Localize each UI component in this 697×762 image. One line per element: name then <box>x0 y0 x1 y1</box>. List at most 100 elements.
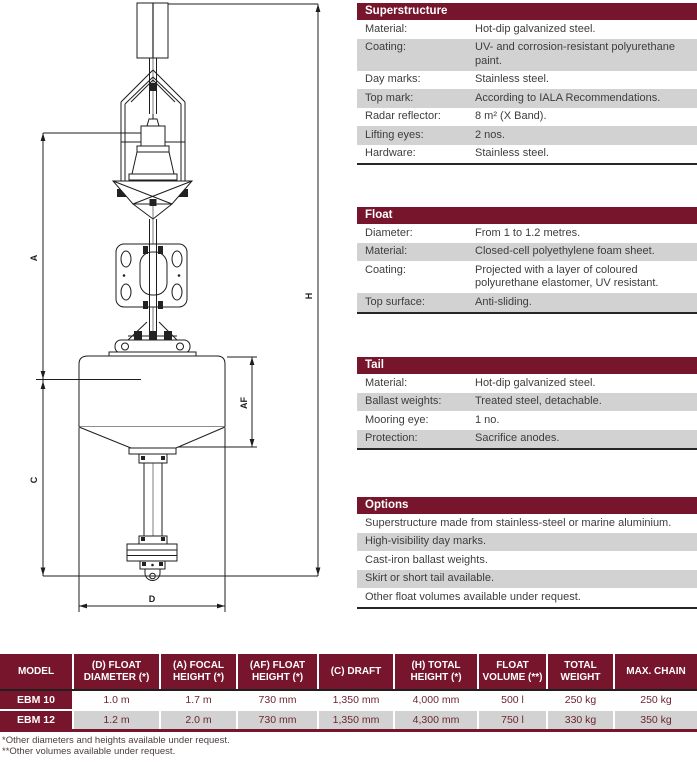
table-row: Protection: Sacrifice anodes. <box>357 429 697 448</box>
float-body <box>78 355 226 455</box>
column-header: TOTAL WEIGHT <box>546 654 614 691</box>
row-value: Stainless steel. <box>475 73 549 85</box>
table-row: Coating: Projected with a layer of colou… <box>357 261 697 293</box>
lantern-support-frame <box>111 180 194 220</box>
row-value: Sacrifice anodes. <box>475 432 560 444</box>
row-label: Lifting eyes: <box>365 128 424 141</box>
row-value: 2 nos. <box>475 128 505 141</box>
table-row: Mooring eye: 1 no. <box>357 411 697 430</box>
row-label: Diameter: <box>365 226 413 239</box>
options-table: Options Superstructure made from stainle… <box>357 497 697 609</box>
row-label: Coating: <box>365 41 406 53</box>
lantern <box>128 114 178 181</box>
superstructure-cage <box>117 69 188 197</box>
spec-cell: 1,350 mm <box>317 709 394 730</box>
model-name-cell: EBM 12 <box>0 709 73 730</box>
row-label: Radar reflector: <box>365 110 441 122</box>
table-row: Radar reflector: 8 m² (X Band). <box>357 108 697 127</box>
row-label: Material: <box>365 245 408 257</box>
dimension-float-diameter <box>78 428 226 612</box>
model-row-ebm10: EBM 10 1.0 m 1.7 m 730 mm 1,350 mm 4,000… <box>0 689 697 710</box>
spec-cell: 730 mm <box>236 709 318 730</box>
label-float-diameter: D <box>149 594 156 604</box>
spec-cell: 1.0 m <box>72 689 160 710</box>
row-label: Coating: <box>365 263 406 276</box>
option-item: High-visibility day marks. <box>357 532 697 551</box>
table-row: Top mark: According to IALA Recommendati… <box>357 89 697 108</box>
row-value: 1 no. <box>475 413 500 426</box>
row-value: 8 m² (X Band). <box>475 110 547 122</box>
row-value: From 1 to 1.2 metres. <box>475 226 581 239</box>
column-header: (H) TOTAL HEIGHT (*) <box>393 654 478 691</box>
option-item: Other float volumes available under requ… <box>365 590 581 603</box>
column-header: (D) FLOAT DIAMETER (*) <box>72 654 160 691</box>
spec-cell: 750 l <box>477 709 547 730</box>
row-value: Hot-dip galvanized steel. <box>475 22 596 35</box>
column-header: (C) DRAFT <box>317 654 394 691</box>
row-label: Material: <box>365 376 408 389</box>
table-row: Hardware: Stainless steel. <box>357 145 697 164</box>
float-table: Float Diameter: From 1 to 1.2 metres. Ma… <box>357 207 697 314</box>
label-float-height: AF <box>239 397 249 409</box>
superstructure-table: Superstructure Material: Hot-dip galvani… <box>357 3 697 165</box>
ballast-weights <box>126 543 178 562</box>
spec-cell: 500 l <box>477 689 547 710</box>
spec-cell: 4,000 mm <box>393 689 478 710</box>
table-row: Diameter: From 1 to 1.2 metres. <box>357 224 697 243</box>
table-title-tail: Tail <box>357 357 697 374</box>
spec-cell: 1.7 m <box>159 689 237 710</box>
row-value: According to IALA Recommendations. <box>475 91 661 104</box>
model-table-header-row: MODEL (D) FLOAT DIAMETER (*) (A) FOCAL H… <box>0 654 697 691</box>
spec-cell: 350 kg <box>613 709 697 730</box>
model-spec-table: MODEL (D) FLOAT DIAMETER (*) (A) FOCAL H… <box>0 654 697 732</box>
row-label: Top surface: <box>365 295 425 308</box>
row-value: Hot-dip galvanized steel. <box>475 376 596 389</box>
row-value: Projected with a layer of coloured polyu… <box>475 263 659 290</box>
table-row: Coating: UV- and corrosion-resistant pol… <box>357 38 697 71</box>
table-row: Material: Closed-cell polyethylene foam … <box>357 242 697 261</box>
tail-table: Tail Material: Hot-dip galvanized steel.… <box>357 357 697 450</box>
spec-cell: 250 kg <box>613 689 697 710</box>
column-header: (AF) FLOAT HEIGHT (*) <box>236 654 318 691</box>
mooring-eye <box>139 560 166 581</box>
row-label: Top mark: <box>365 91 414 104</box>
table-title-superstructure: Superstructure <box>357 3 697 20</box>
row-label: Hardware: <box>365 147 416 159</box>
row-value: Stainless steel. <box>475 147 549 159</box>
float-top-flange <box>108 321 197 358</box>
table-row: Top surface: Anti-sliding. <box>357 293 697 312</box>
row-label: Protection: <box>365 432 418 444</box>
spec-cell: 4,300 mm <box>393 709 478 730</box>
buoy-technical-drawing: A H C AF D <box>29 2 321 612</box>
row-label: Ballast weights: <box>365 395 442 407</box>
option-item: Superstructure made from stainless-steel… <box>365 516 672 529</box>
row-value: UV- and corrosion-resistant polyurethane… <box>475 41 675 67</box>
table-title-float: Float <box>357 207 697 224</box>
column-header: MODEL <box>0 654 73 691</box>
table-row: Material: Hot-dip galvanized steel. <box>357 374 697 393</box>
row-value: Anti-sliding. <box>475 295 532 308</box>
label-draft: C <box>29 476 39 483</box>
dimension-total-height <box>43 3 321 577</box>
day-mark <box>136 2 169 59</box>
label-total-height: H <box>304 293 314 300</box>
option-item: Skirt or short tail available. <box>357 569 697 588</box>
model-name-cell: EBM 10 <box>0 689 73 710</box>
table-row: Day marks: Stainless steel. <box>357 71 697 90</box>
row-value: Closed-cell polyethylene foam sheet. <box>475 245 655 257</box>
column-header: MAX. CHAIN <box>613 654 697 691</box>
column-header: FLOAT VOLUME (**) <box>477 654 547 691</box>
spec-cell: 1,350 mm <box>317 689 394 710</box>
spec-cell: 730 mm <box>236 689 318 710</box>
row-value: Treated steel, detachable. <box>475 395 602 407</box>
spec-cell: 1.2 m <box>72 709 160 730</box>
dimension-float-height <box>178 356 257 448</box>
mounting-plate <box>115 243 188 309</box>
footnote-volumes: **Other volumes available under request. <box>2 745 176 757</box>
option-item: Cast-iron ballast weights. <box>365 553 488 566</box>
row-label: Material: <box>365 22 408 35</box>
spec-cell: 250 kg <box>546 689 614 710</box>
column-header: (A) FOCAL HEIGHT (*) <box>159 654 237 691</box>
table-title-options: Options <box>357 497 697 514</box>
